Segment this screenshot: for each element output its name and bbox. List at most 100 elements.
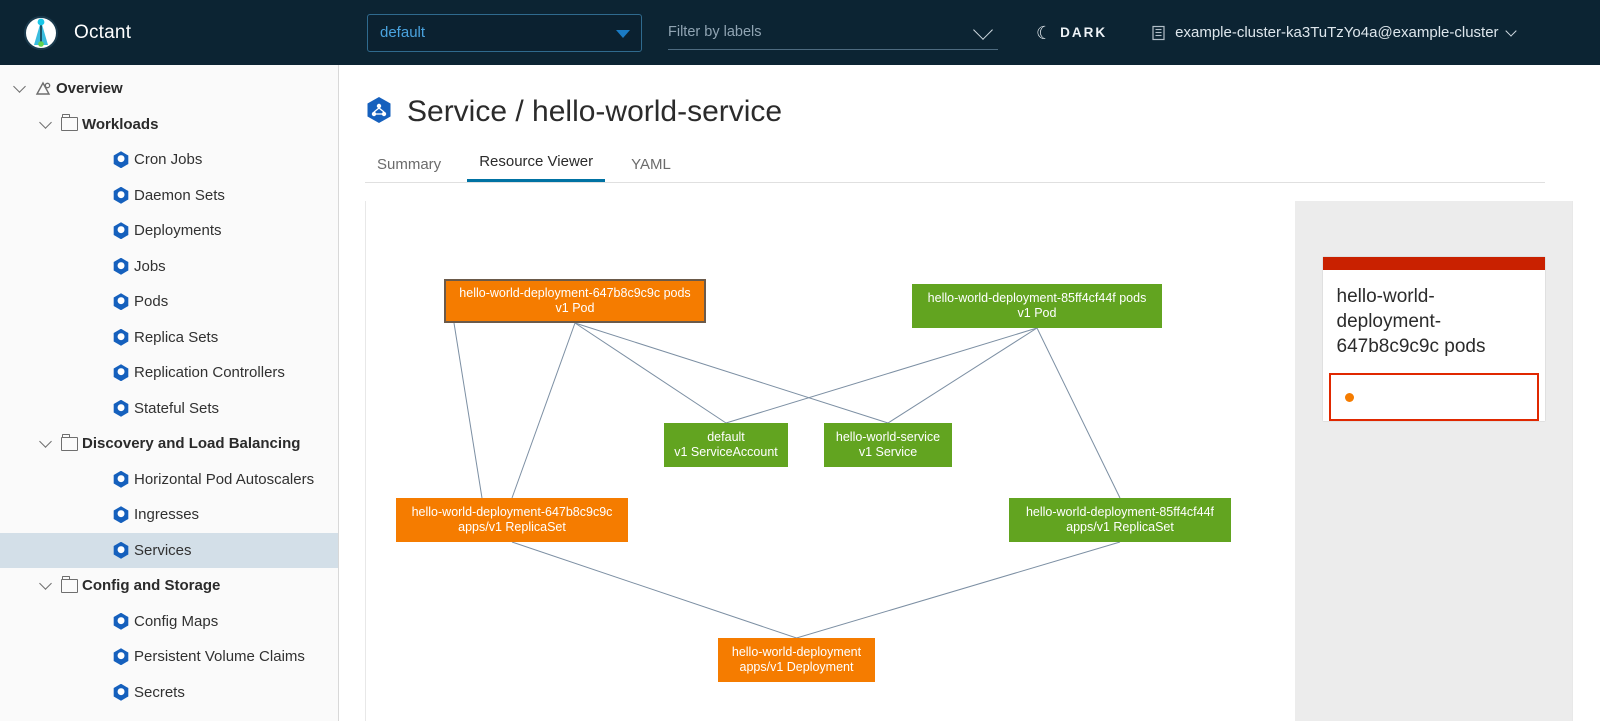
sidebar-item-cron-jobs[interactable]: ●Cron Jobs	[0, 142, 338, 178]
folder-icon	[56, 114, 82, 132]
tab-yaml[interactable]: YAML	[631, 156, 671, 173]
chevron-down-icon[interactable]	[34, 115, 56, 131]
graph-node-kind: apps/v1 Deployment	[739, 660, 854, 674]
sidebar-item-label: Replication Controllers	[134, 364, 285, 382]
tab-resource-viewer[interactable]: Resource Viewer	[467, 153, 606, 182]
daemon-sets-icon: ●	[108, 186, 134, 204]
sidebar-item-config-maps[interactable]: ●Config Maps	[0, 604, 338, 640]
graph-node-kind: v1 Pod	[1017, 306, 1057, 320]
cluster-icon	[1151, 25, 1166, 41]
graph-node-name: hello-world-deployment-85ff4cf44f pods	[927, 291, 1147, 305]
octant-logo-icon	[22, 14, 60, 52]
sidebar-item-label: Overview	[56, 80, 123, 98]
sidebar-item-workloads[interactable]: Workloads	[0, 107, 338, 143]
tab-bar[interactable]: Summary Resource Viewer YAML	[365, 149, 1545, 183]
graph-node-kind: apps/v1 ReplicaSet	[1066, 520, 1174, 534]
sidebar-item-replication-controllers[interactable]: ●Replication Controllers	[0, 355, 338, 391]
jobs-icon: ●	[108, 257, 134, 275]
namespace-select[interactable]: default	[367, 13, 642, 52]
overview-icon	[30, 81, 56, 97]
chevron-down-icon[interactable]	[8, 80, 30, 95]
sidebar-item-daemon-sets[interactable]: ●Daemon Sets	[0, 178, 338, 214]
sidebar-item-secrets[interactable]: ●Secrets	[0, 675, 338, 711]
sidebar-item-label: Horizontal Pod Autoscalers	[134, 470, 315, 488]
label-filter-placeholder: Filter by labels	[668, 24, 762, 40]
detail-card-accent-bar	[1322, 257, 1545, 270]
sidebar-item-label: Pods	[134, 293, 169, 311]
sidebar-item-config-and-storage[interactable]: Config and Storage	[0, 568, 338, 604]
folder-icon	[56, 575, 82, 593]
graph-node-kind: v1 Service	[858, 445, 918, 459]
sidebar-item-jobs[interactable]: ●Jobs	[0, 249, 338, 285]
sidebar-item-label: Replica Sets	[134, 328, 219, 346]
sidebar-item-services[interactable]: ●Services	[0, 532, 338, 568]
sidebar-item-replica-sets[interactable]: ●Replica Sets	[0, 320, 338, 356]
sidebar-item-label: Jobs	[134, 257, 166, 275]
sidebar-item-persistent-volume-claims[interactable]: ●Persistent Volume Claims	[0, 639, 338, 675]
sidebar-item-label: Cron Jobs	[134, 151, 203, 169]
theme-toggle[interactable]: ☾ DARK	[1036, 24, 1107, 42]
cluster-selector[interactable]: example-cluster-ka3TuTzYo4a@example-clus…	[1151, 24, 1517, 41]
folder-icon	[56, 433, 82, 451]
sidebar-item-horizontal-pod-autoscalers[interactable]: ●Horizontal Pod Autoscalers	[0, 462, 338, 498]
sidebar-item-pods[interactable]: ●Pods	[0, 284, 338, 320]
detail-status-box[interactable]	[1328, 373, 1539, 421]
chevron-down-icon[interactable]	[34, 435, 56, 450]
pvc-icon: ●	[108, 648, 134, 666]
tab-summary[interactable]: Summary	[377, 156, 442, 173]
sidebar-item-label: Stateful Sets	[134, 399, 220, 417]
sidebar-item-label: Persistent Volume Claims	[134, 648, 305, 666]
moon-icon: ☾	[1036, 22, 1053, 43]
graph-node-name: hello-world-service	[835, 430, 941, 444]
page-title-text: Service / hello-world-service	[407, 95, 783, 128]
sidebar-item-stateful-sets[interactable]: ●Stateful Sets	[0, 391, 338, 427]
graph-node-name: hello-world-deployment	[731, 645, 862, 659]
sidebar-item-ingresses[interactable]: ●Ingresses	[0, 497, 338, 533]
stateful-sets-icon: ●	[108, 399, 134, 417]
graph-node-name: hello-world-deployment-647b8c9c9c pods	[459, 286, 691, 300]
ingresses-icon: ●	[108, 506, 134, 524]
sidebar-item-deployments[interactable]: ●Deployments	[0, 213, 338, 249]
graph-node-name: default	[707, 430, 745, 444]
main-content: Service / hello-world-service Summary Res…	[339, 65, 1600, 721]
replication-controllers-icon: ●	[108, 364, 134, 382]
graph-node-name: hello-world-deployment-647b8c9c9c	[411, 505, 613, 519]
graph-node-kind: apps/v1 ReplicaSet	[458, 520, 566, 534]
detail-panel: hello-world-deployment-647b8c9c9c pods	[1295, 201, 1572, 721]
sidebar-item-label: Services	[134, 541, 192, 559]
detail-card[interactable]: hello-world-deployment-647b8c9c9c pods	[1322, 257, 1545, 421]
graph-node-kind: v1 Pod	[555, 301, 595, 315]
brand-name: Octant	[74, 21, 132, 43]
chevron-down-icon	[973, 19, 993, 40]
sidebar-item-label: Deployments	[134, 222, 222, 240]
theme-toggle-label: DARK	[1060, 25, 1108, 40]
graph-node-name: hello-world-deployment-85ff4cf44f	[1025, 505, 1215, 519]
secrets-icon: ●	[108, 683, 134, 701]
sidebar-item-label: Discovery and Load Balancing	[82, 435, 301, 453]
namespace-value: default	[380, 24, 426, 41]
service-icon	[365, 96, 393, 129]
label-filter-input[interactable]: Filter by labels	[668, 16, 998, 50]
page-title: Service / hello-world-service	[339, 65, 1600, 129]
hpa-icon: ●	[108, 470, 134, 488]
chevron-down-icon[interactable]	[34, 577, 56, 592]
sidebar-item-label: Daemon Sets	[134, 186, 225, 204]
sidebar-item-overview[interactable]: Overview	[0, 71, 338, 107]
warning-status-dot	[1344, 392, 1354, 402]
graph-node-kind: v1 ServiceAccount	[674, 445, 778, 459]
caret-down-icon	[616, 29, 630, 38]
deployments-icon: ●	[108, 222, 134, 240]
sidebar-item-discovery-and-load-balancing[interactable]: Discovery and Load Balancing	[0, 426, 338, 462]
sidebar-item-label: Secrets	[134, 683, 185, 701]
brand[interactable]: Octant	[0, 0, 345, 65]
